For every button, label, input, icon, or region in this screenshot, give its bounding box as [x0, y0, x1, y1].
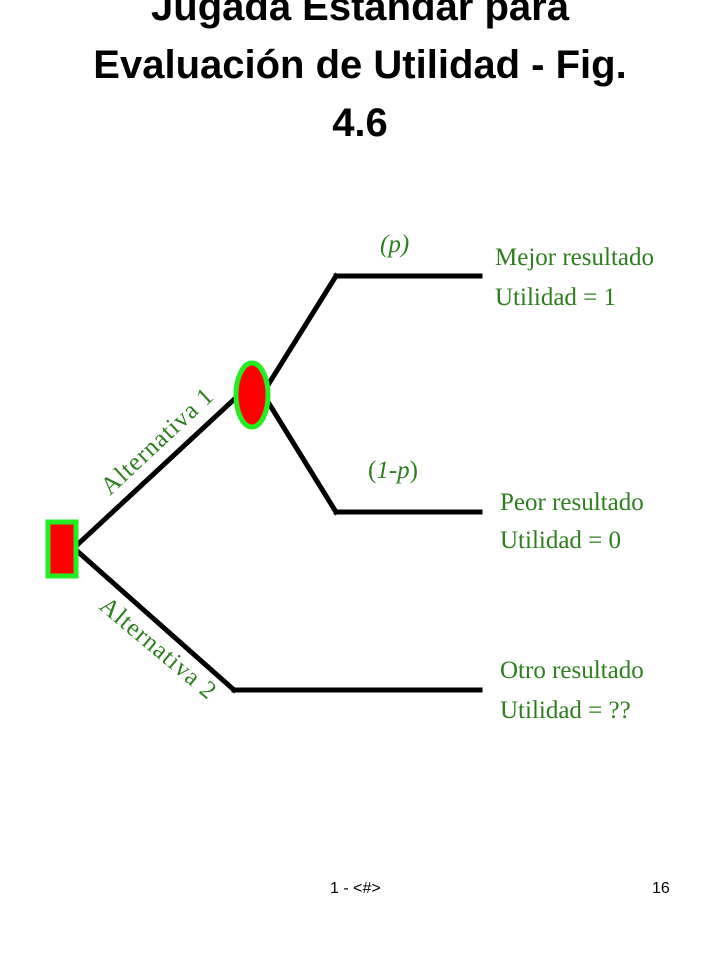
branch-line-p	[264, 272, 340, 389]
page-number: 16	[652, 880, 670, 897]
title-line-1: Jugada Estándar para	[151, 0, 569, 29]
outcome-other-name: Otro resultado	[500, 657, 644, 684]
label-alternative-2: Alternativa 2	[94, 592, 222, 705]
label-prob-p: (p)	[380, 231, 409, 258]
tree-lines	[72, 272, 483, 694]
outcome-worst-utility: Utilidad = 0	[500, 527, 621, 554]
footer-slide-label: 1 - <#>	[330, 880, 381, 897]
chance-node	[233, 360, 271, 430]
label-prob-1-minus-p: (1-p)	[368, 457, 418, 484]
slide-title: Jugada Estándar para Evaluación de Utili…	[0, 0, 720, 152]
outcome-best-utility: Utilidad = 1	[495, 284, 616, 311]
prob-open-paren: (	[368, 457, 376, 484]
branch-line-alternative-2	[72, 546, 238, 694]
prob-close-paren: )	[410, 457, 418, 484]
label-alternative-1: Alternativa 1	[96, 382, 220, 500]
prob-one: 1	[376, 457, 389, 484]
prob-dash: -	[389, 457, 397, 484]
outcome-worst-name: Peor resultado	[500, 489, 644, 516]
outcome-best-name: Mejor resultado	[495, 244, 654, 271]
prob-p: p	[395, 457, 410, 484]
decision-node	[45, 519, 79, 579]
title-line-3: 4.6	[332, 101, 388, 145]
outcome-other-utility: Utilidad = ??	[500, 697, 631, 724]
title-line-2: Evaluación de Utilidad - Fig.	[93, 43, 627, 87]
branch-line-1-minus-p	[264, 398, 340, 516]
branch-line-alternative-1	[72, 388, 246, 550]
